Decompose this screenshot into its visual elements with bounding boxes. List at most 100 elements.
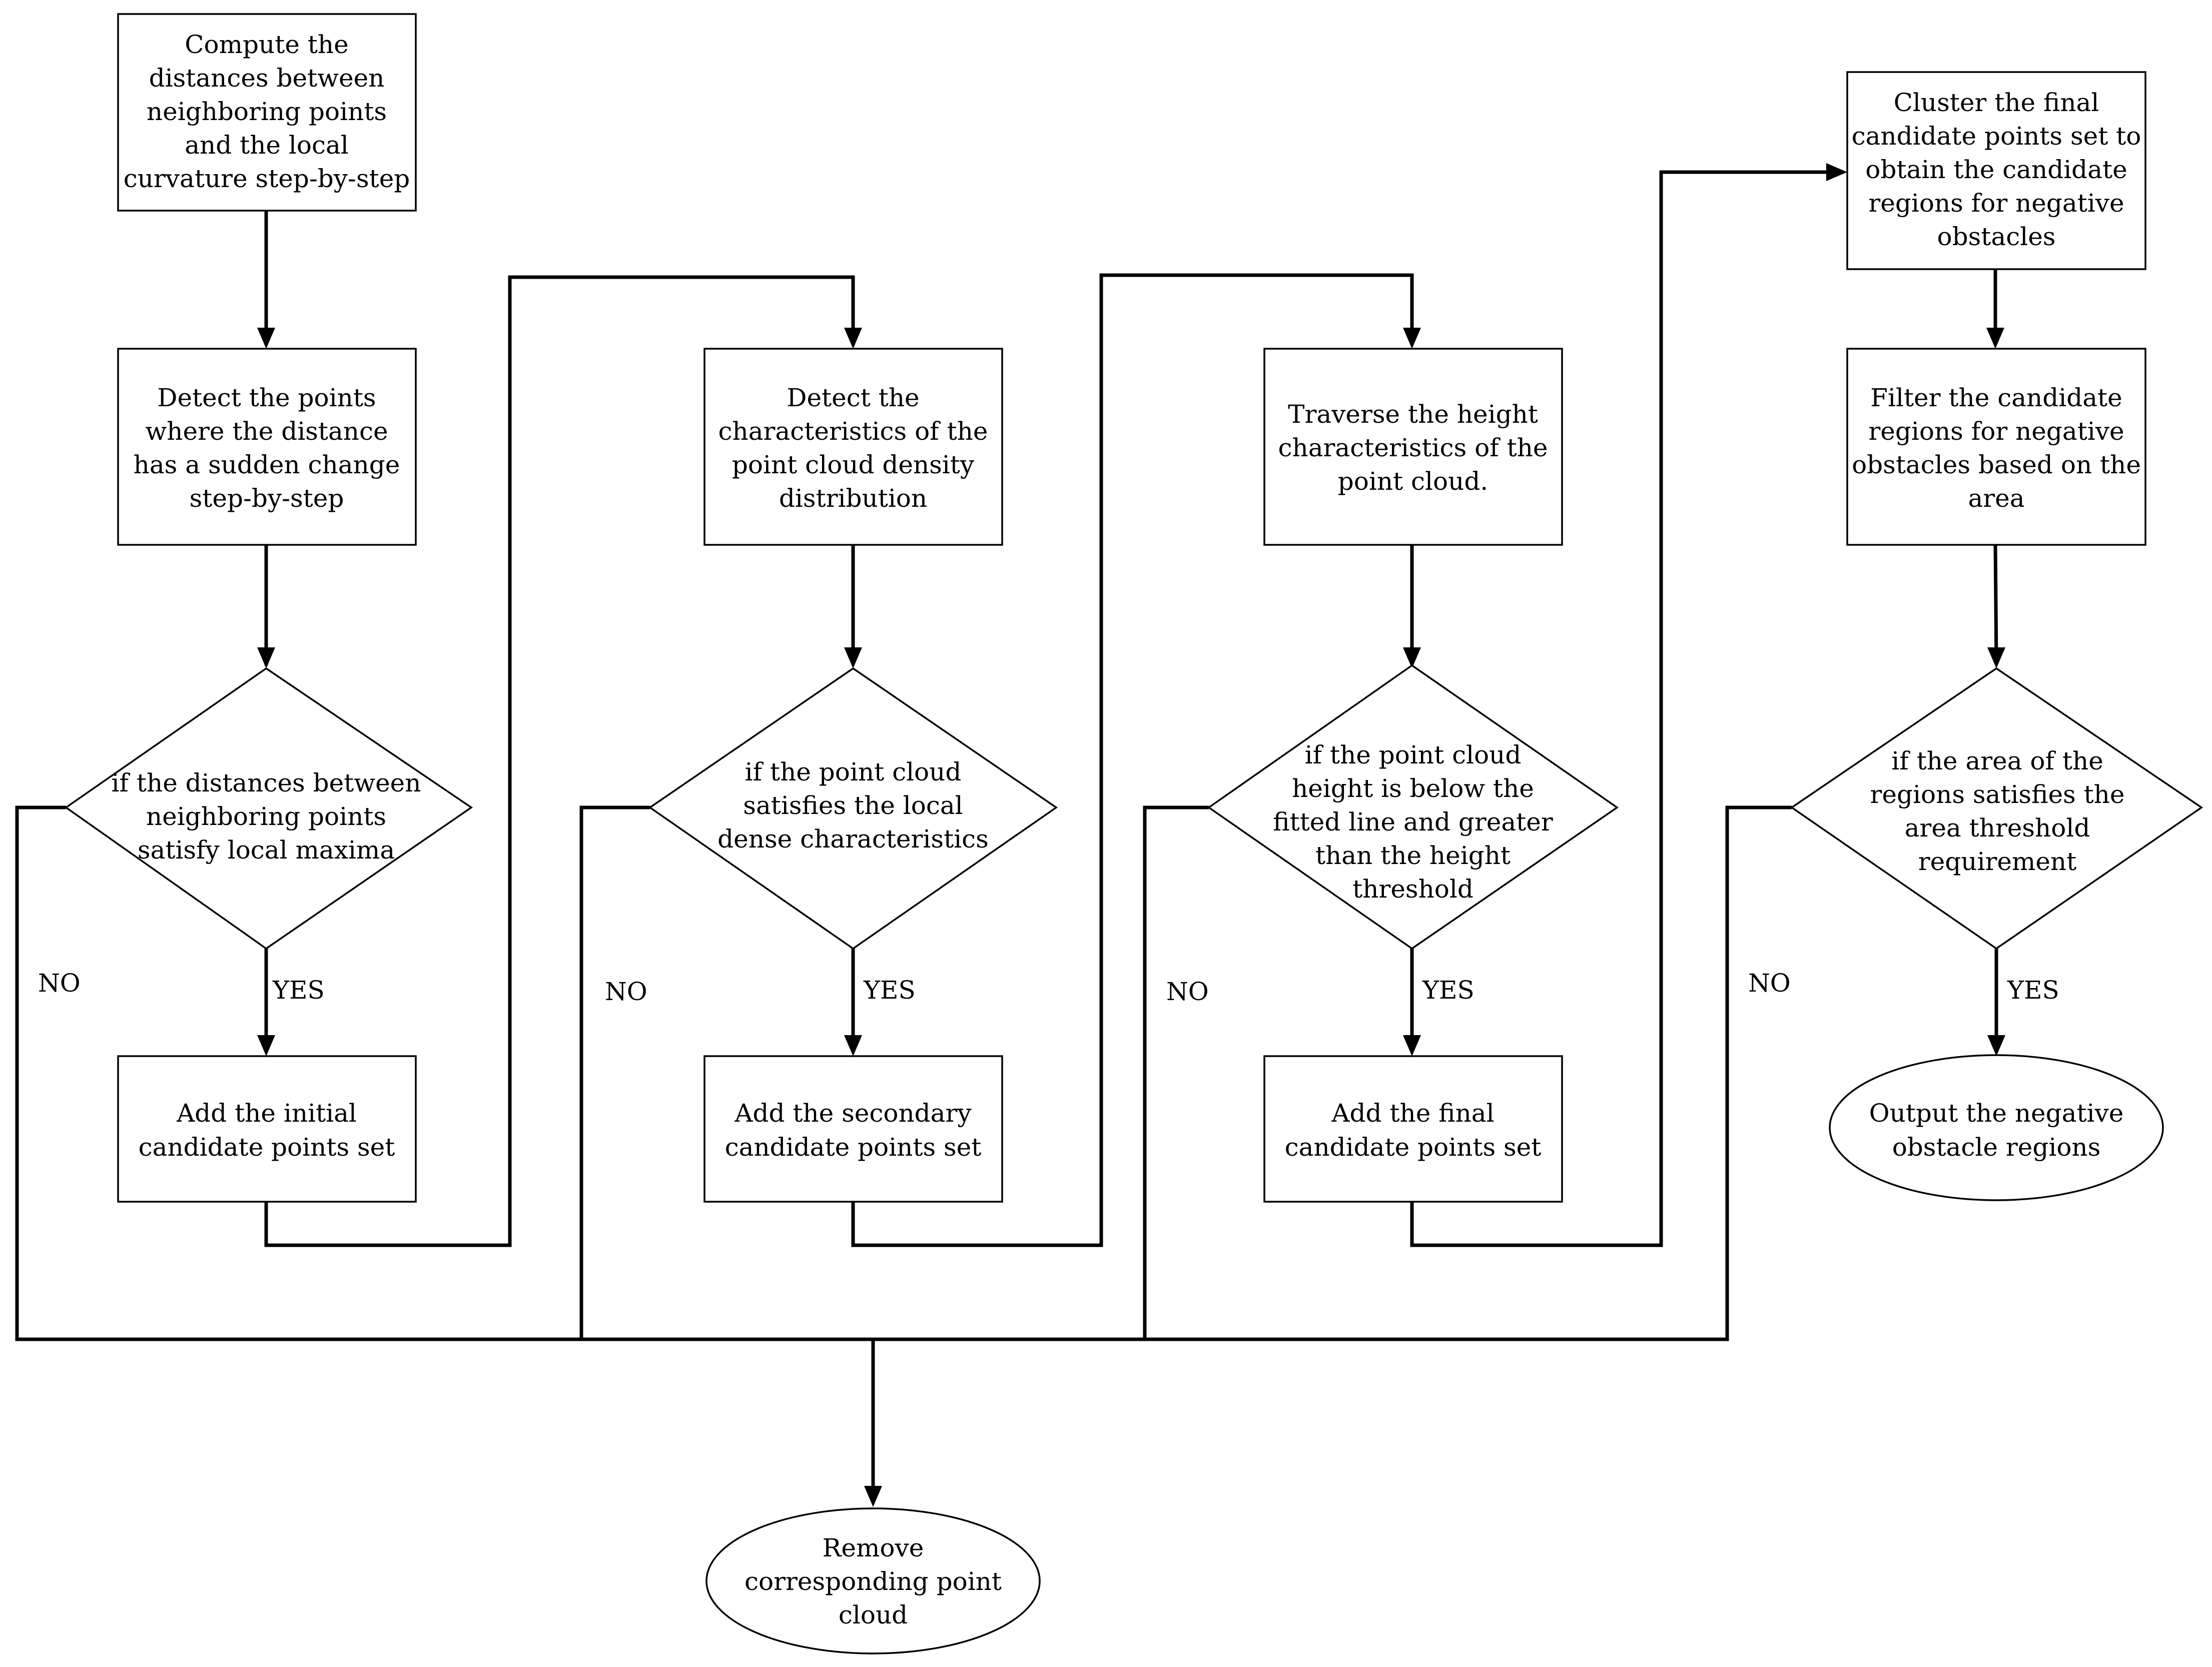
node-line: curvature step-by-step	[124, 164, 410, 193]
text-traverse-height: Traverse the height characteristics of th…	[1278, 400, 1548, 496]
node-line: neighboring points	[147, 97, 387, 126]
node-cluster-final	[1846, 71, 2146, 270]
node-line: obtain the candidate	[1865, 155, 2127, 184]
arrowhead-decision2-yes	[844, 1035, 862, 1056]
node-line: candidate points set	[725, 1133, 982, 1162]
node-line: corresponding point	[745, 1567, 1002, 1596]
node-line: Detect the points	[157, 383, 376, 412]
text-decision-local-dense: if the point cloud satisfies the local den…	[717, 757, 989, 854]
node-line: candidate points set	[139, 1133, 395, 1162]
node-detect-sudden-change	[117, 348, 417, 546]
node-line: step-by-step	[190, 484, 344, 513]
node-filter-area	[1846, 348, 2146, 546]
node-line: fitted line and greater	[1273, 807, 1553, 837]
node-line: if the area of the	[1891, 746, 2103, 775]
no-branch-decision3	[873, 805, 1209, 1341]
node-decision-local-maxima	[64, 667, 473, 950]
node-line: distances between	[149, 64, 385, 93]
node-line: where the distance	[145, 417, 388, 446]
node-line: characteristics of the	[1278, 433, 1548, 462]
arrowhead-filter-to-decision4	[1987, 647, 2005, 668]
arrowhead-height-to-decision3	[1403, 647, 1421, 668]
node-line: point cloud.	[1338, 467, 1489, 496]
node-line: if the point cloud	[1305, 740, 1522, 769]
arrowhead-decision4-yes	[1987, 1035, 2005, 1056]
node-remove-cloud	[705, 1507, 1041, 1654]
node-decision-area	[1790, 667, 2203, 950]
node-line: obstacle regions	[1892, 1133, 2101, 1162]
label-no-decision1: NO	[38, 969, 81, 998]
text-output-regions: Output the negative obstacle regions	[1869, 1099, 2124, 1162]
label-no-decision4: NO	[1748, 969, 1791, 998]
text-detect-sudden-change: Detect the points where the distance has a…	[134, 383, 400, 513]
arrowhead-decision3-yes	[1403, 1035, 1421, 1056]
node-line: Filter the candidate	[1870, 383, 2122, 412]
node-line: satisfies the local	[743, 791, 963, 820]
node-line: Traverse the height	[1288, 400, 1538, 429]
node-line: area	[1968, 484, 2024, 513]
arrowhead-decision1-yes	[257, 1035, 275, 1056]
node-line: Remove	[823, 1533, 924, 1562]
node-line: distribution	[779, 484, 927, 513]
node-line: regions for negative	[1868, 417, 2124, 446]
node-traverse-height	[1263, 348, 1563, 546]
node-decision-height	[1207, 664, 1619, 950]
node-line: Add the initial	[176, 1099, 357, 1128]
node-line: requirement	[1918, 847, 2076, 876]
label-no-decision3: NO	[1166, 977, 1209, 1006]
arrowhead-link-final-to-cluster	[1826, 163, 1847, 181]
node-add-secondary-set	[703, 1055, 1003, 1203]
node-add-initial-set	[117, 1055, 417, 1203]
no-branch-decision4	[1145, 805, 1792, 1341]
text-add-final-set: Add the final candidate points set	[1285, 1099, 1542, 1162]
link-final-to-cluster	[1410, 170, 1826, 1247]
node-output-regions	[1829, 1054, 2164, 1201]
text-decision-local-maxima: if the distances between neighboring poin…	[112, 768, 421, 865]
arrowhead-density-to-decision2	[844, 647, 862, 668]
text-add-initial-set: Add the initial candidate points set	[139, 1099, 395, 1162]
no-branch-decision2	[579, 805, 650, 1339]
label-yes-decision2: YES	[863, 976, 916, 1005]
arrowhead-link-secondary-to-height	[1403, 328, 1421, 349]
text-decision-height: if the point cloud height is below the fit…	[1273, 740, 1553, 904]
node-line: cloud	[839, 1600, 908, 1629]
text-filter-area: Filter the candidate regions for negative…	[1852, 383, 2141, 513]
node-add-final-set	[1263, 1055, 1563, 1203]
node-line: threshold	[1352, 875, 1473, 904]
text-cluster-final: Cluster the final candidate points set to…	[1852, 88, 2141, 251]
node-line: characteristics of the	[718, 417, 988, 446]
node-line: Detect the	[787, 383, 919, 412]
arrow-filter-to-decision4	[1993, 544, 1998, 663]
node-line: if the distances between	[112, 768, 421, 797]
node-line: if the point cloud	[745, 757, 962, 786]
node-line: dense characteristics	[717, 824, 989, 854]
node-line: regions for negative	[1868, 189, 2124, 218]
connectors	[15, 163, 2005, 1507]
node-line: satisfy local maxima	[138, 836, 395, 865]
link-initial-to-density	[264, 275, 855, 1247]
node-line: than the height	[1315, 841, 1511, 870]
label-yes-decision3: YES	[1422, 976, 1474, 1005]
node-line: and the local	[185, 131, 349, 160]
node-line: Output the negative	[1869, 1099, 2124, 1128]
text-remove-cloud: Remove corresponding point cloud	[745, 1533, 1002, 1629]
node-line: neighboring points	[146, 802, 386, 831]
node-line: candidate points set	[1285, 1133, 1542, 1162]
arrowhead-compute-to-detect	[257, 328, 275, 349]
node-line: candidate points set to	[1852, 122, 2141, 151]
node-line: obstacles	[1937, 222, 2056, 251]
text-compute-distances: Compute the distances between neighboring …	[124, 30, 410, 193]
arrowhead-cluster-to-filter	[1986, 328, 2004, 349]
no-branch-decision1	[15, 805, 873, 1341]
node-line: obstacles based on the	[1852, 450, 2141, 479]
node-decision-local-dense	[648, 667, 1058, 950]
node-line: height is below the	[1292, 774, 1534, 803]
node-line: Add the final	[1331, 1099, 1494, 1128]
node-line: Compute the	[185, 30, 348, 59]
node-line: area threshold	[1905, 813, 2090, 843]
node-line: has a sudden change	[134, 450, 400, 479]
node-line: Cluster the final	[1894, 88, 2099, 117]
